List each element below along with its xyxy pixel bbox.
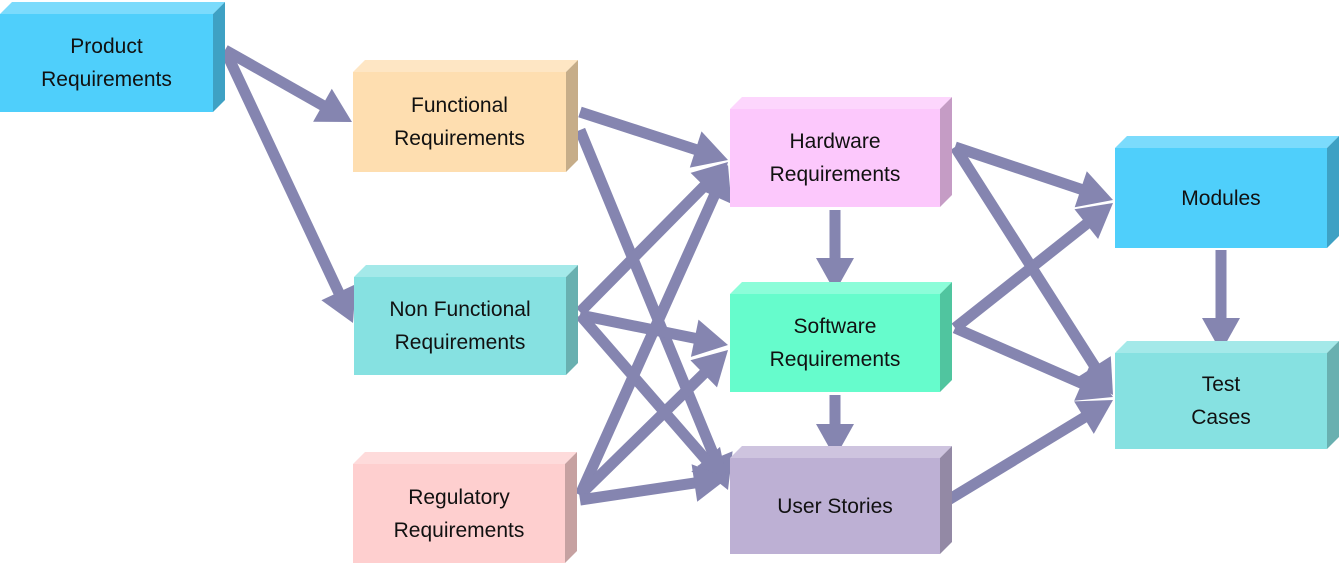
arrow-head <box>696 165 732 204</box>
node-hardware-side-face <box>940 97 952 207</box>
arrow-nonfunctional-to-software <box>578 309 728 357</box>
arrow-head <box>1074 400 1113 434</box>
node-functional-top-face <box>353 60 578 72</box>
node-nonfunctional-line-2: Requirements <box>394 331 526 354</box>
arrow-software-to-userstories <box>816 395 854 458</box>
node-functional-side-face <box>566 60 578 172</box>
node-software-top-face <box>730 282 952 294</box>
arrow-modules-to-testcases <box>1202 250 1240 352</box>
arrow-shaft <box>574 127 722 465</box>
node-userstories-label: User Stories <box>730 458 940 554</box>
arrow-head <box>321 284 356 323</box>
arrow-shaft <box>576 367 711 499</box>
arrow-software-to-modules <box>951 203 1113 333</box>
arrow-hardware-to-software <box>816 210 854 292</box>
node-userstories-line-1: User Stories <box>777 494 893 518</box>
node-userstories-side-face <box>940 446 952 554</box>
arrow-shaft <box>220 47 346 299</box>
arrow-head <box>691 464 728 502</box>
arrow-product-to-functional <box>222 45 352 122</box>
arrow-head <box>689 131 728 168</box>
node-nonfunctional-line-1: Non Functional <box>389 298 531 321</box>
arrow-head <box>1074 171 1113 208</box>
node-modules-top-face <box>1115 136 1339 148</box>
node-software-line-2: Requirements <box>769 348 901 371</box>
node-product-side-face <box>213 2 225 112</box>
node-modules-label: Modules <box>1115 148 1327 248</box>
node-testcases-line-1: Test <box>1201 373 1241 396</box>
arrow-head <box>1202 318 1240 352</box>
arrow-regulatory-to-hardware <box>574 165 732 498</box>
node-nonfunctional-top-face <box>354 265 578 277</box>
node-regulatory-line-2: Requirements <box>393 518 525 542</box>
node-software-line-1: Software <box>793 315 877 338</box>
arrow-head <box>690 350 728 388</box>
arrow-shaft <box>578 309 700 345</box>
arrow-regulatory-to-userstories <box>579 464 728 506</box>
node-functional-line-1: Functional <box>411 94 508 117</box>
arrow-shaft <box>951 217 1093 333</box>
node-product-top-face <box>0 2 225 14</box>
arrow-head <box>816 258 854 292</box>
arrow-shaft <box>578 106 702 156</box>
node-userstories-top-face <box>730 446 952 458</box>
node-product-line-2: Requirements <box>41 68 172 91</box>
arrow-software-to-testcases <box>952 322 1113 401</box>
arrow-functional-to-hardware <box>578 106 728 168</box>
arrow-shaft <box>575 311 713 466</box>
node-regulatory-side-face <box>565 452 577 563</box>
node-hardware-line-1: Hardware <box>789 130 881 153</box>
arrow-head <box>1074 366 1113 401</box>
node-testcases-side-face <box>1327 341 1339 449</box>
node-testcases-line-2: Cases <box>1191 406 1251 429</box>
node-testcases-top-face <box>1115 341 1339 353</box>
node-modules-line-1: Modules <box>1181 186 1261 210</box>
node-product-line-1: Product <box>70 35 143 58</box>
arrow-hardware-to-modules <box>953 141 1113 208</box>
node-modules-side-face <box>1327 136 1339 248</box>
node-hardware-top-face <box>730 97 952 109</box>
arrow-shaft <box>579 476 700 506</box>
arrow-product-to-nonfunctional <box>220 47 356 323</box>
node-regulatory-line-1: Regulatory <box>408 485 510 509</box>
arrow-shaft <box>576 179 711 316</box>
arrow-shaft <box>937 410 1091 510</box>
node-software-side-face <box>940 282 952 392</box>
arrow-head <box>816 424 854 458</box>
node-hardware-line-2: Requirements <box>769 163 901 186</box>
arrow-head <box>690 319 728 357</box>
arrow-shaft <box>952 322 1088 391</box>
arrow-userstories-to-testcases <box>937 400 1113 510</box>
arrow-regulatory-to-software <box>576 350 728 499</box>
arrow-shaft <box>950 144 1102 373</box>
node-nonfunctional-side-face <box>566 265 578 375</box>
arrow-shaft <box>222 45 329 112</box>
arrow-shaft <box>953 141 1087 196</box>
arrow-head <box>313 88 352 122</box>
arrow-head <box>1074 203 1113 239</box>
node-regulatory-top-face <box>353 452 577 464</box>
node-functional-line-2: Requirements <box>394 127 525 150</box>
arrow-shaft <box>574 190 721 498</box>
